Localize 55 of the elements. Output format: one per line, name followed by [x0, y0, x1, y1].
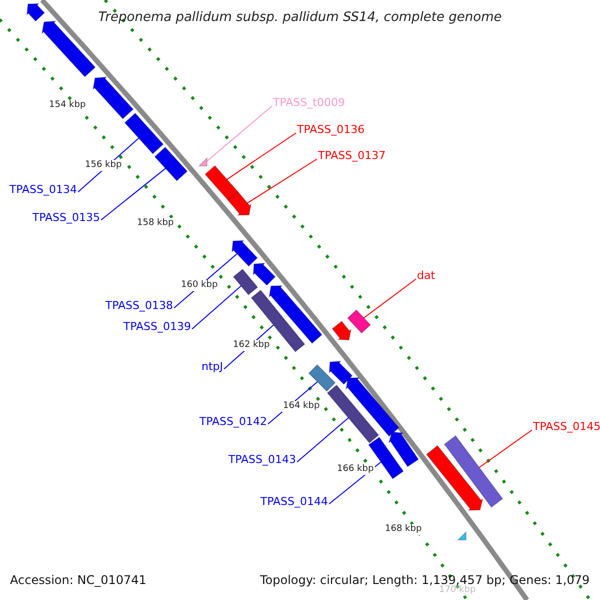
leader-line: [296, 417, 349, 462]
scale-label: 158 kbp: [136, 218, 175, 229]
gene-bar: [204, 165, 238, 201]
gene-block: [388, 432, 419, 468]
gene-bar: [250, 290, 306, 352]
gene-bar: [347, 309, 371, 334]
gene-bar: [232, 268, 258, 296]
triangle-marker: [198, 157, 208, 166]
gene-label: TPASS_0144: [260, 495, 328, 508]
scale-label: 154 kbp: [48, 100, 87, 111]
scale-label: 156 kbp: [84, 160, 123, 171]
scale-label: 170 kbp: [438, 585, 477, 596]
gene-label: TPASS_0138: [105, 299, 173, 312]
gene-block: [252, 262, 276, 286]
gene-bar: [326, 384, 380, 444]
gene-bar: [308, 364, 336, 392]
gene-label: TPASS_0145: [533, 420, 600, 433]
scale-label: 162 kbp: [232, 340, 271, 351]
gene-block: [92, 76, 134, 120]
genome-summary-text: Topology: circular; Length: 1,139,457 bp; Genes: 1,079: [260, 574, 590, 587]
gene-block: [268, 285, 322, 344]
leader-line: [206, 106, 272, 162]
map-title: Treponema pallidum subsp. pallidum SS14, complete genome: [98, 10, 502, 25]
gene-block: [26, 3, 45, 22]
leader-line: [100, 168, 166, 220]
gene-block: [42, 20, 96, 78]
scale-label: 168 kbp: [384, 524, 423, 535]
triangle-marker: [457, 531, 466, 540]
gene-label: TPASS_0139: [123, 320, 191, 333]
scale-label: 164 kbp: [282, 401, 321, 412]
gene-label: TPASS_0136: [297, 123, 365, 136]
leader-line: [363, 278, 416, 318]
gene-label: dat: [417, 269, 436, 282]
gene-bar: [444, 435, 504, 508]
gene-block: [328, 360, 353, 385]
gene-label: TPASS_0135: [32, 211, 100, 224]
gene-label: TPASS_0142: [199, 415, 267, 428]
gene-block: [426, 445, 484, 511]
gene-label: ntpJ: [201, 360, 223, 373]
gene-block: [232, 240, 258, 267]
leader-line: [246, 158, 318, 204]
leader-line: [226, 132, 296, 180]
gene-block: [227, 191, 252, 216]
gene-label: TPASS_0143: [228, 453, 296, 466]
accession-text: Accession: NC_010741: [10, 574, 146, 587]
gene-bar: [124, 112, 164, 154]
scale-label: 166 kbp: [336, 464, 375, 475]
leader-line: [478, 430, 532, 468]
gene-label: TPASS_0134: [9, 183, 77, 196]
gene-label: TPASS_t0009: [273, 96, 345, 109]
gene-block: [332, 320, 352, 340]
gene-bar: [154, 146, 188, 182]
gene-label: TPASS_0137: [318, 149, 386, 162]
leader-line: [192, 285, 242, 330]
scale-label: 160 kbp: [180, 280, 219, 291]
